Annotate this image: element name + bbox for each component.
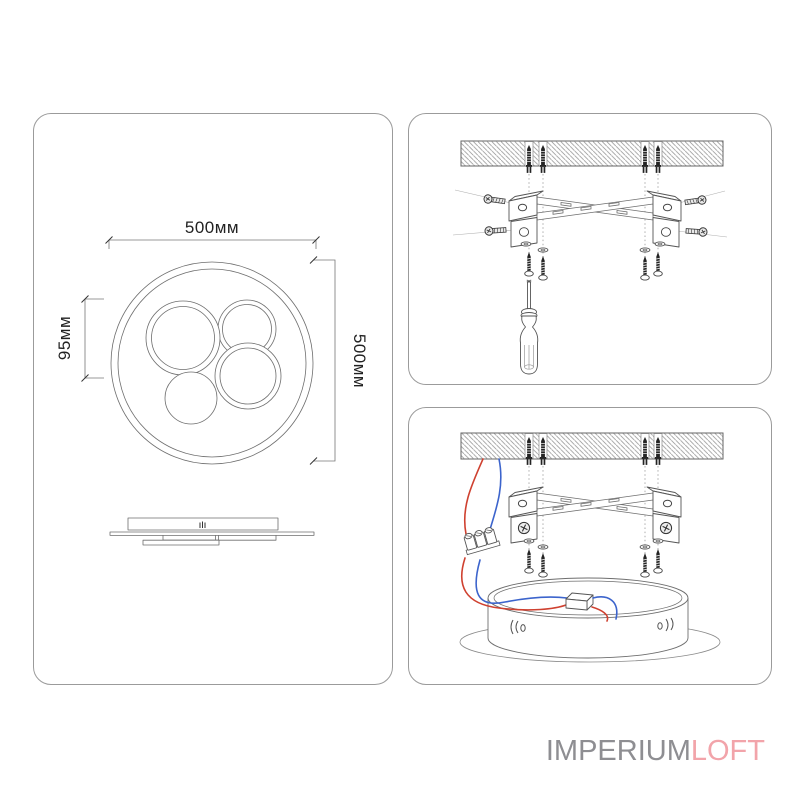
step2-illustration — [459, 432, 724, 663]
mounting-screw-icon — [524, 251, 534, 277]
wall-anchor-icon — [653, 141, 663, 174]
brand-logo-imperium: IMPERIUM — [545, 735, 691, 767]
lamp-top-view — [110, 261, 314, 465]
ring-bottom-right — [214, 342, 282, 410]
lamp-base-drum — [487, 577, 689, 659]
washer-icon — [652, 538, 664, 544]
mounting-screw-icon — [640, 552, 650, 578]
mounting-screw-icon — [538, 552, 548, 578]
wall-anchor-icon — [538, 433, 548, 466]
keyhole-slot-icon — [657, 617, 674, 632]
alignment-guides — [528, 466, 659, 571]
dimension-width: 500мм — [105, 218, 320, 249]
installed-screw-head-icon — [659, 521, 673, 535]
washer-icon — [639, 544, 651, 550]
dimension-height: 500мм — [309, 256, 369, 465]
keyhole-slot-icon — [510, 619, 526, 635]
machine-screw-icon — [684, 194, 708, 208]
mounting-screw-icon — [653, 548, 663, 574]
driver-box — [565, 592, 594, 611]
terminal-block-icon — [463, 527, 501, 556]
mounting-screw-icon — [538, 255, 548, 281]
ceiling-hatch — [460, 140, 724, 167]
dimension-height-label: 500мм — [350, 334, 369, 388]
ceiling-hatch — [460, 432, 724, 460]
dimension-inner: 95мм — [55, 295, 104, 382]
wall-anchor-icon — [653, 433, 663, 466]
red-wire — [461, 557, 567, 611]
blue-wire — [592, 596, 618, 620]
machine-screw-icon — [482, 193, 506, 207]
cross-mounting-bracket — [508, 486, 682, 544]
wall-anchor-icon — [538, 141, 548, 174]
mounting-screw-icon — [640, 255, 650, 281]
cross-mounting-bracket — [508, 190, 682, 248]
mounting-step-2-panel — [408, 407, 772, 685]
washer-icon — [523, 538, 535, 544]
blue-wire — [487, 458, 502, 537]
brand-logo: IMPERIUMLOFT — [535, 735, 765, 768]
washer-icon — [639, 247, 651, 253]
wall-anchor-icon — [640, 141, 650, 174]
red-wire — [463, 458, 484, 535]
brand-logo-loft: LOFT — [690, 735, 765, 767]
dimension-inner-label: 95мм — [55, 316, 74, 360]
wall-anchor-icon — [524, 141, 534, 174]
machine-screw-icon — [484, 225, 507, 236]
wall-anchor-icon — [640, 433, 650, 466]
dimension-drawing: 500мм 500мм 95мм — [55, 218, 369, 546]
lamp-side-view — [109, 517, 315, 546]
dimension-width-label: 500мм — [185, 218, 239, 237]
washer-icon — [537, 544, 549, 550]
alignment-guides — [452, 174, 728, 274]
installed-screw-head-icon — [517, 521, 531, 535]
washer-icon — [537, 247, 549, 253]
cable-entry-mark — [199, 521, 206, 528]
step1-illustration — [452, 140, 728, 375]
machine-screw-icon — [685, 226, 708, 237]
blue-wire — [475, 559, 568, 604]
screwdriver-icon — [519, 279, 539, 375]
washer-icon — [654, 241, 666, 247]
red-wire — [591, 606, 609, 622]
dimension-drawing-panel: 500мм 500мм 95мм — [33, 113, 393, 685]
circle-plain — [164, 371, 218, 425]
mounting-step-1-panel — [408, 113, 772, 385]
mounting-screw-icon — [524, 548, 534, 574]
mounting-screw-icon — [653, 251, 663, 277]
ring-large-left — [145, 300, 221, 376]
washer-icon — [520, 241, 532, 247]
wall-anchor-icon — [524, 433, 534, 466]
